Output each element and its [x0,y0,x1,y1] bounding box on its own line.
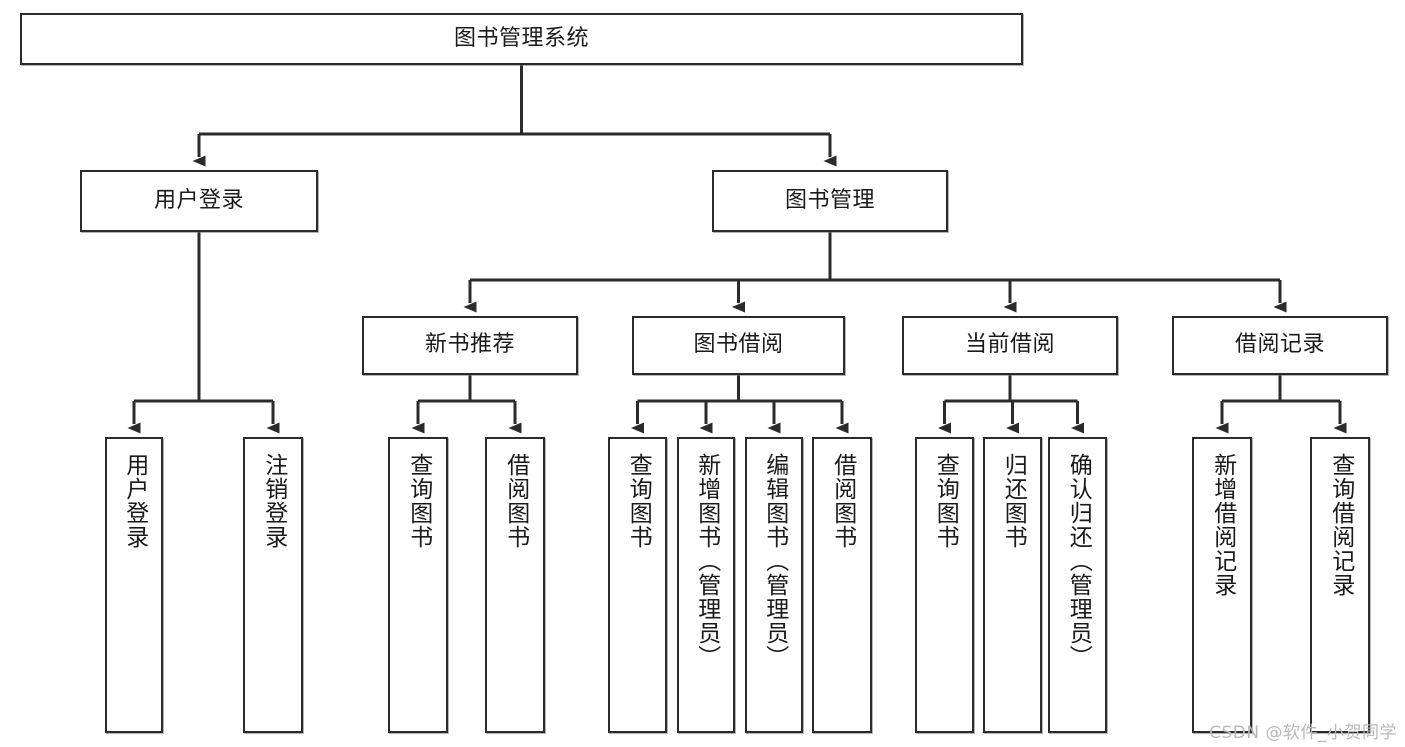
node-leaf_add_record[interactable]: 新增借阅记录 [1192,437,1252,733]
node-label: 当前借阅 [964,332,1055,358]
node-leaf_query_book_2[interactable]: 查询图书 [608,437,667,733]
node-label: 编辑图书（管理员） [761,453,788,669]
node-label: 查询图书 [932,453,959,549]
node-label: 图书管理系统 [453,25,589,51]
node-current_borrow[interactable]: 当前借阅 [902,316,1118,375]
node-label: 新增图书（管理员） [693,453,720,669]
node-label: 查询图书 [405,453,432,549]
node-label: 用户登录 [121,453,148,549]
node-new_book_rec[interactable]: 新书推荐 [362,316,578,375]
node-leaf_user_login[interactable]: 用户登录 [105,437,163,733]
node-label: 图书借阅 [693,332,784,358]
node-label: 新书推荐 [424,332,515,358]
node-leaf_return_book[interactable]: 归还图书 [983,437,1042,733]
node-root[interactable]: 图书管理系统 [20,13,1023,65]
node-leaf_logout[interactable]: 注销登录 [243,437,303,733]
node-label: 借阅图书 [829,453,856,549]
node-label: 借阅记录 [1234,332,1325,358]
node-label: 用户登录 [153,187,244,213]
node-leaf_add_book[interactable]: 新增图书（管理员） [677,437,735,733]
node-label: 借阅图书 [502,453,529,549]
node-book_borrow[interactable]: 图书借阅 [632,316,845,375]
node-leaf_edit_book[interactable]: 编辑图书（管理员） [745,437,803,733]
node-leaf_query_record[interactable]: 查询借阅记录 [1310,437,1370,733]
node-label: 查询图书 [625,453,652,549]
node-label: 注销登录 [260,453,287,549]
node-leaf_query_book_3[interactable]: 查询图书 [915,437,974,733]
node-leaf_query_book_1[interactable]: 查询图书 [388,437,448,733]
node-leaf_borrow_book_1[interactable]: 借阅图书 [485,437,545,733]
node-book_manage[interactable]: 图书管理 [712,170,948,232]
node-label: 查询借阅记录 [1327,453,1354,597]
node-borrow_record[interactable]: 借阅记录 [1172,316,1388,375]
node-label: 图书管理 [784,187,875,213]
watermark-text: CSDN @软件_小贺同学 [1209,723,1397,743]
node-leaf_borrow_book_2[interactable]: 借阅图书 [812,437,872,733]
node-label: 归还图书 [1000,453,1027,549]
node-leaf_confirm_return[interactable]: 确认归还（管理员） [1048,437,1107,733]
node-label: 确认归还（管理员） [1065,453,1092,669]
node-user_login[interactable]: 用户登录 [80,170,318,232]
node-label: 新增借阅记录 [1209,453,1236,597]
